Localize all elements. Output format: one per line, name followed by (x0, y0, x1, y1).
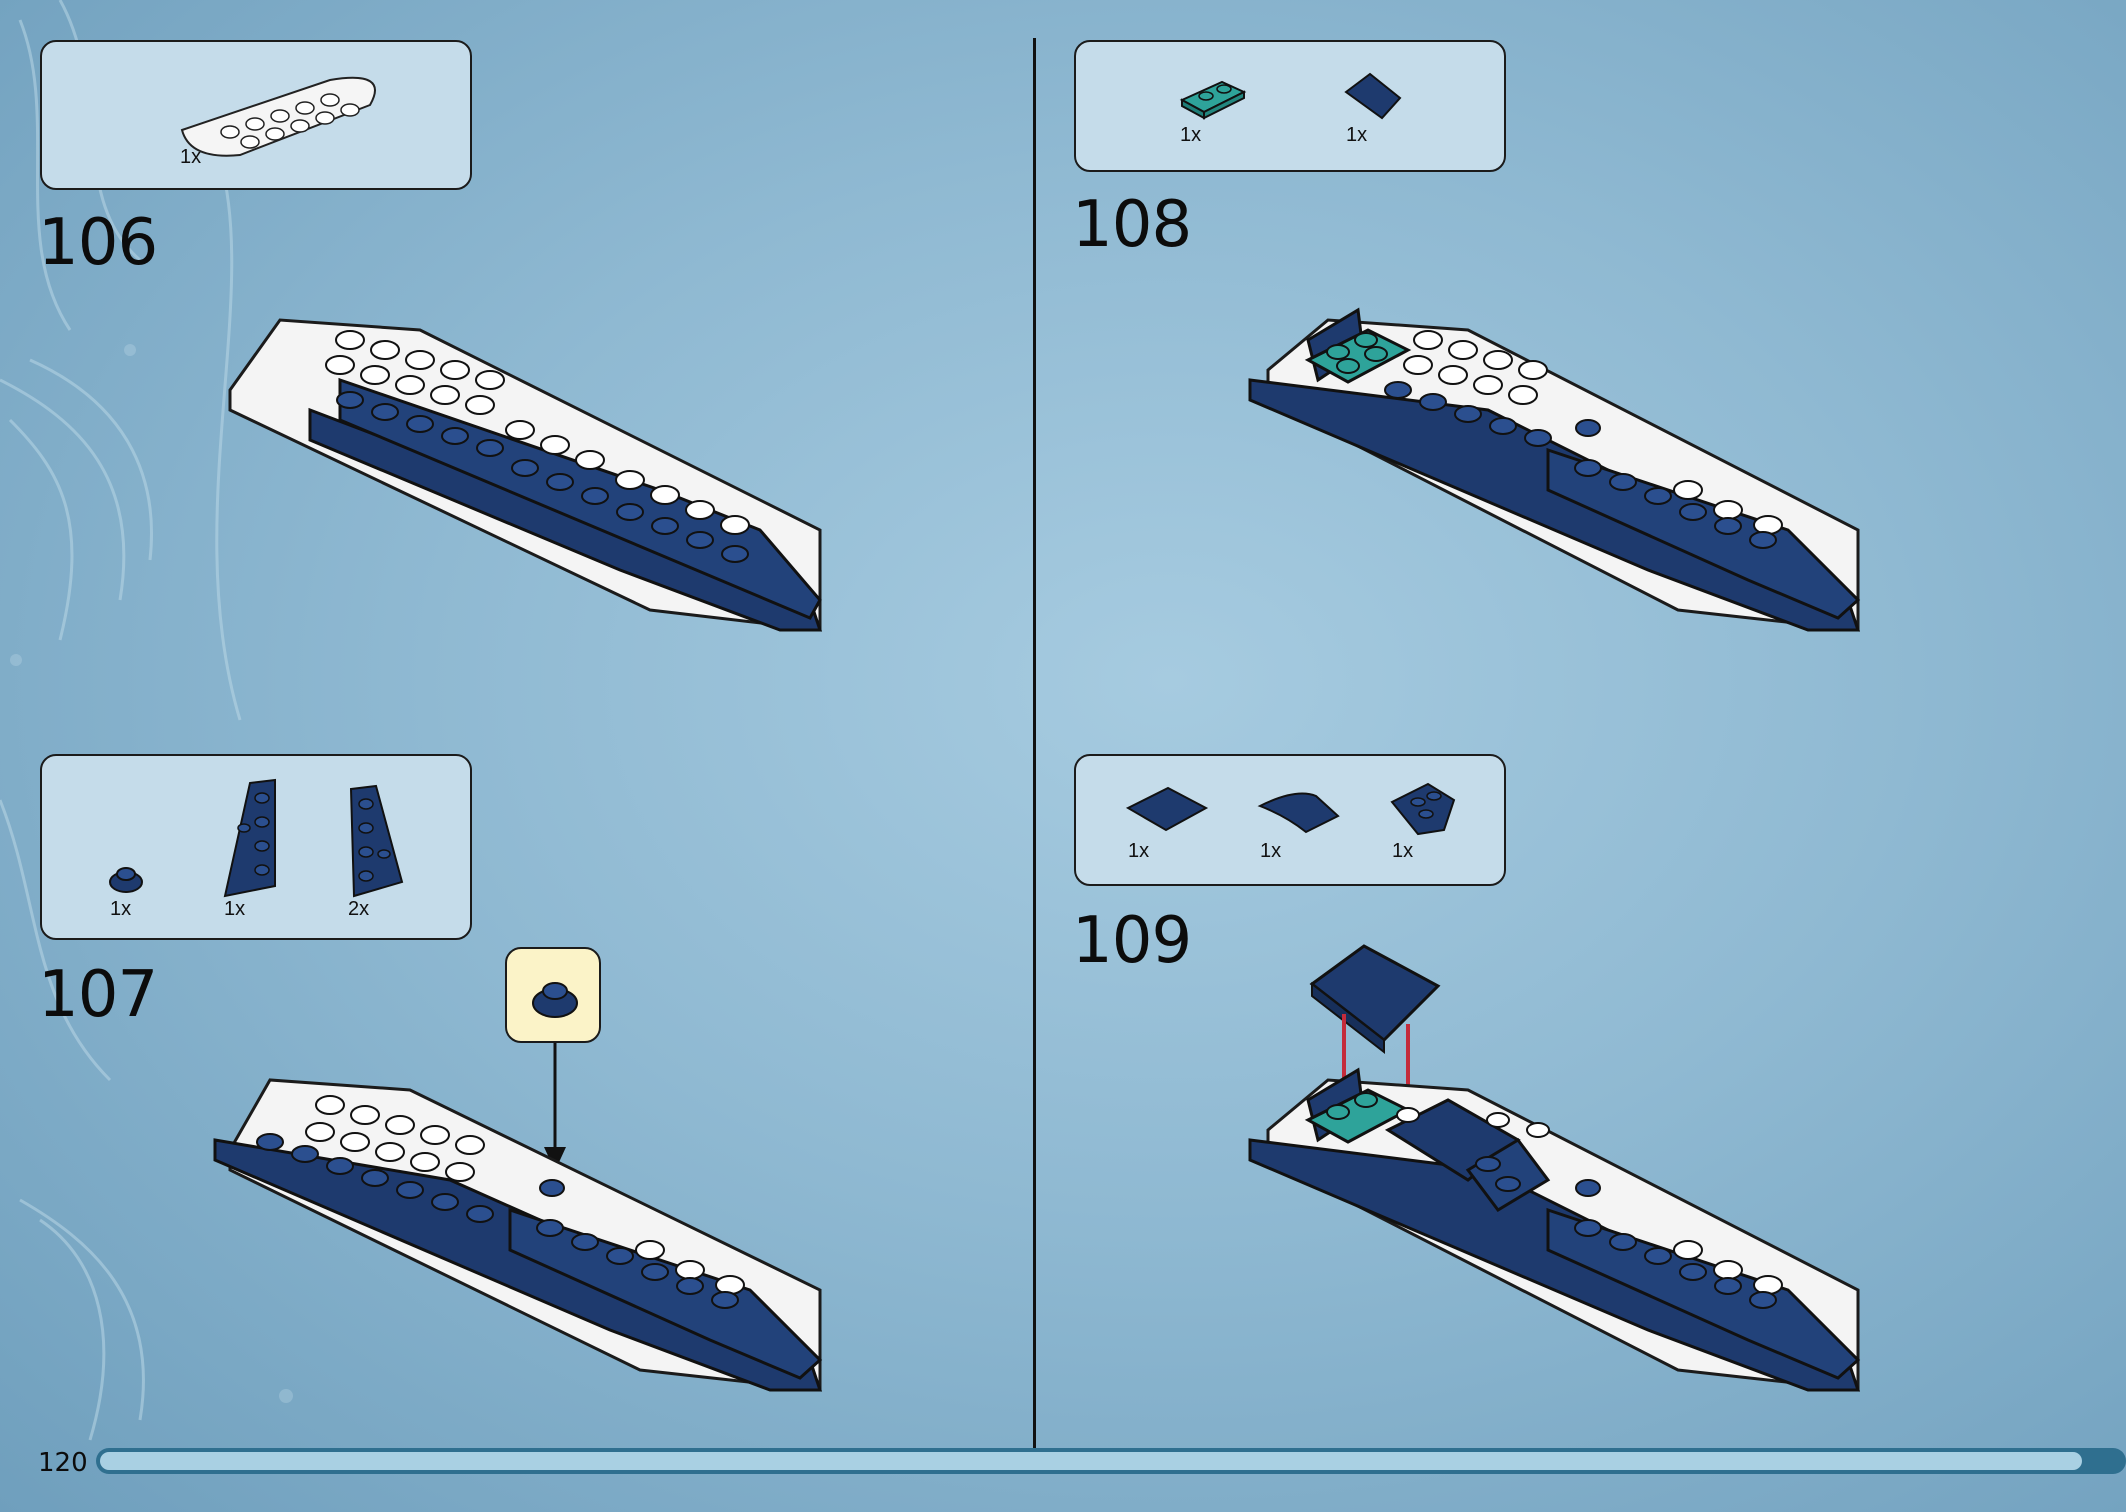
teal-plate-icon (1179, 80, 1247, 120)
model-step-109 (1248, 1067, 1861, 1392)
page-divider (1033, 38, 1036, 1448)
falling-tile-icon (1309, 944, 1441, 1055)
model-step-108 (1248, 307, 1861, 632)
part-quantity: 1x (110, 898, 132, 920)
part-quantity: 1x (224, 898, 246, 920)
wedge-plate-right-icon (349, 784, 404, 898)
part-quantity: 1x (1260, 840, 1282, 862)
parts-box-step-106: 1x (40, 40, 472, 190)
callout-box (505, 947, 601, 1043)
curved-slope-icon (1257, 792, 1340, 834)
page-number: 120 (38, 1448, 88, 1478)
part-quantity: 1x (1180, 124, 1202, 146)
white-wedge-plate-icon (180, 76, 376, 157)
parts-box-step-107: 1x 1x 2x (40, 754, 472, 940)
placement-arrow (544, 1043, 566, 1171)
part-quantity: 1x (1128, 840, 1150, 862)
step-number-107: 107 (38, 958, 158, 1032)
round-plate-icon (109, 867, 143, 893)
part-quantity: 2x (348, 898, 370, 920)
step-number-106: 106 (38, 206, 158, 280)
wedge-plate-left-icon (223, 778, 276, 898)
part-quantity: 1x (1346, 124, 1368, 146)
step-number-109: 109 (1072, 904, 1192, 978)
part-quantity: 1x (1392, 840, 1414, 862)
parts-box-step-108: 1x 1x (1074, 40, 1506, 172)
wedge-plate-icon (1390, 782, 1456, 836)
tile-icon (1125, 786, 1209, 832)
model-step-106 (228, 318, 823, 632)
parts-box-step-109: 1x 1x 1x (1074, 754, 1506, 886)
part-quantity: 1x (180, 146, 202, 168)
model-step-107 (213, 1078, 823, 1392)
round-plate-icon (532, 982, 578, 1018)
progress-bar (96, 1448, 2126, 1474)
slope-icon (1344, 72, 1402, 120)
progress-bar-fill (100, 1452, 2082, 1470)
step-number-108: 108 (1072, 188, 1192, 262)
